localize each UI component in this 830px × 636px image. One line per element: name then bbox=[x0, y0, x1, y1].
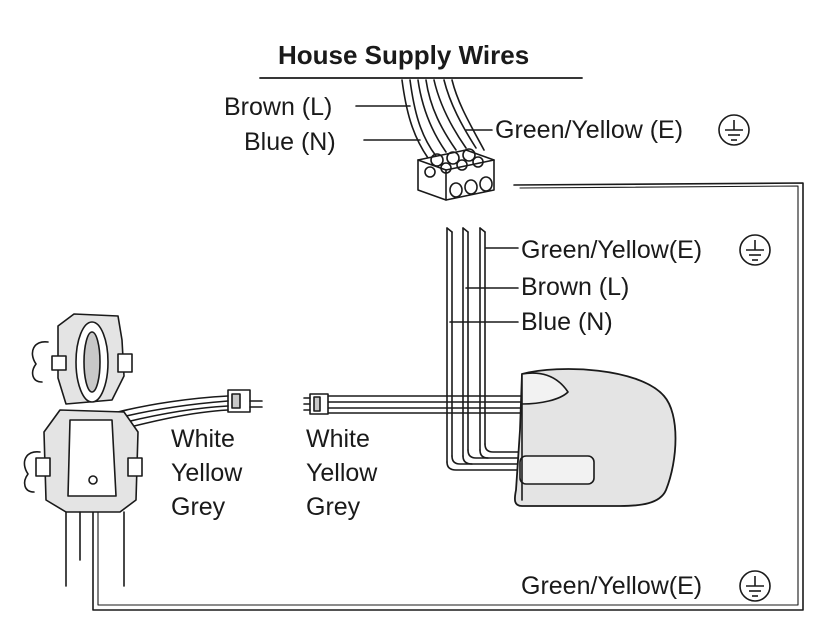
supply-brown-label: Brown (L) bbox=[224, 93, 333, 121]
motor-lead-wires bbox=[446, 227, 523, 471]
diagram-title: House Supply Wires bbox=[278, 40, 530, 70]
connector-right-yellow: Yellow bbox=[306, 459, 378, 487]
supply-blue-label: Blue (N) bbox=[244, 128, 336, 156]
motor-housing bbox=[514, 368, 677, 507]
motor-signal-cable bbox=[325, 395, 523, 414]
connector-right-labels: White Yellow Grey bbox=[306, 422, 377, 524]
terminal-block bbox=[417, 148, 495, 201]
connector-left-white: White bbox=[171, 425, 235, 453]
connector-male bbox=[303, 393, 329, 415]
earth-loop-wire bbox=[92, 182, 804, 611]
motor-blue-label: Blue (N) bbox=[521, 308, 613, 336]
connector-left-yellow: Yellow bbox=[171, 459, 243, 487]
motor-earth-label: Green/Yellow(E) bbox=[521, 236, 703, 264]
connector-left-grey: Grey bbox=[171, 493, 226, 521]
operator-body bbox=[23, 313, 143, 587]
earth-ground-icon bbox=[739, 234, 771, 266]
house-supply-cable bbox=[401, 79, 485, 159]
connector-right-grey: Grey bbox=[306, 493, 361, 521]
earth-ground-icon bbox=[718, 114, 750, 146]
earth-ground-icon bbox=[739, 570, 771, 602]
motor-brown-label: Brown (L) bbox=[521, 273, 630, 301]
supply-earth-label: Green/Yellow (E) bbox=[495, 116, 684, 144]
connector-female bbox=[227, 389, 263, 413]
connector-right-white: White bbox=[306, 425, 370, 453]
earth-loop-wire-inner bbox=[97, 185, 799, 606]
connector-left-labels: White Yellow Grey bbox=[171, 422, 242, 524]
bottom-earth-label: Green/Yellow(E) bbox=[521, 572, 703, 600]
